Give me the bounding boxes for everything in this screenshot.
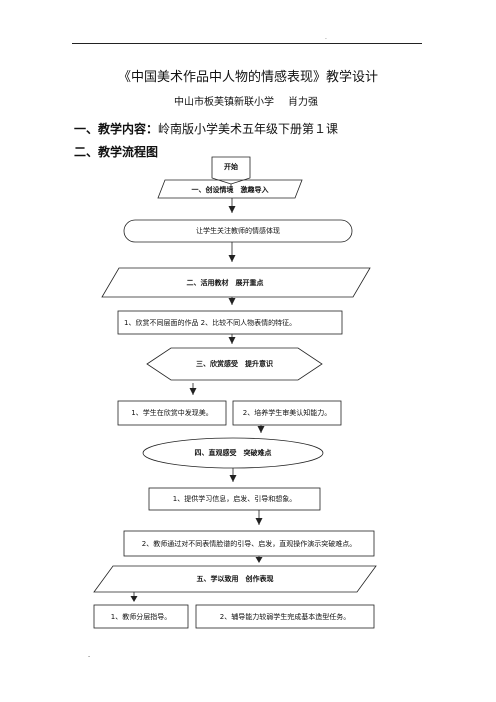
box4a-shape: [148, 487, 321, 511]
step5-shape: [93, 565, 377, 593]
section-content: 岭南版小学美术五年级下册第１课: [158, 122, 339, 136]
start-label: 开始: [224, 163, 238, 171]
box4a-label: 1、提供学习信息，启发、引导和想象。: [172, 495, 297, 503]
box5a-label: 1、教师分层指导。: [110, 612, 172, 621]
box4b-label: 2、教师通过对不同表情脸谱的引导、启发，直观操作演示突破难点。: [141, 539, 357, 548]
box3a-label: 1、学生在欣赏中发现美。: [131, 409, 213, 417]
document-title: 《中国美术作品中人物的情感表现》教学设计: [117, 70, 378, 85]
box3b-label: 2、培养学生审美认知能力。: [242, 409, 332, 417]
step4-label: 四、直观感受 突破难点: [194, 449, 272, 457]
step2-label: 二、活用教材 展开重点: [186, 279, 264, 287]
box3a-shape: [117, 400, 227, 426]
step2-shape: [101, 267, 371, 298]
box2-label: 1、欣赏不同层面的作品 2、比较不同人物表情的特征。: [124, 318, 297, 327]
box3b-shape: [232, 400, 342, 426]
header-mark: .: [325, 34, 327, 41]
oval1-label: 让学生关注教师的情感体现: [196, 227, 280, 235]
section-heading: 一、教学内容：: [74, 122, 159, 136]
section-flowchart-heading: 二、教学流程图: [74, 145, 159, 159]
box5a-shape: [93, 604, 189, 629]
step3-shape: [146, 347, 323, 381]
author-name: 肖力强: [288, 97, 318, 108]
box4b-shape: [123, 530, 375, 557]
step1-shape: [157, 179, 303, 199]
box5b-label: 2、辅导能力较弱学生完成基本造型任务。: [219, 612, 351, 621]
author-school: 中山市板芙镇新联小学: [174, 97, 274, 108]
footer-mark: -: [88, 653, 91, 660]
box2-shape: [117, 310, 343, 335]
oval1-shape: [123, 219, 353, 243]
header-rule: [72, 43, 422, 44]
step3-label: 三、欣赏感受 提升意识: [196, 360, 273, 368]
section-teaching-content: 一、教学内容：岭南版小学美术五年级下册第１课: [74, 120, 338, 137]
start-shape: [211, 156, 251, 185]
step5-label: 五、学以致用 创作表现: [196, 575, 274, 583]
box5b-shape: [195, 604, 375, 629]
step1-label: 一、创设情境 激趣导入: [191, 185, 269, 194]
